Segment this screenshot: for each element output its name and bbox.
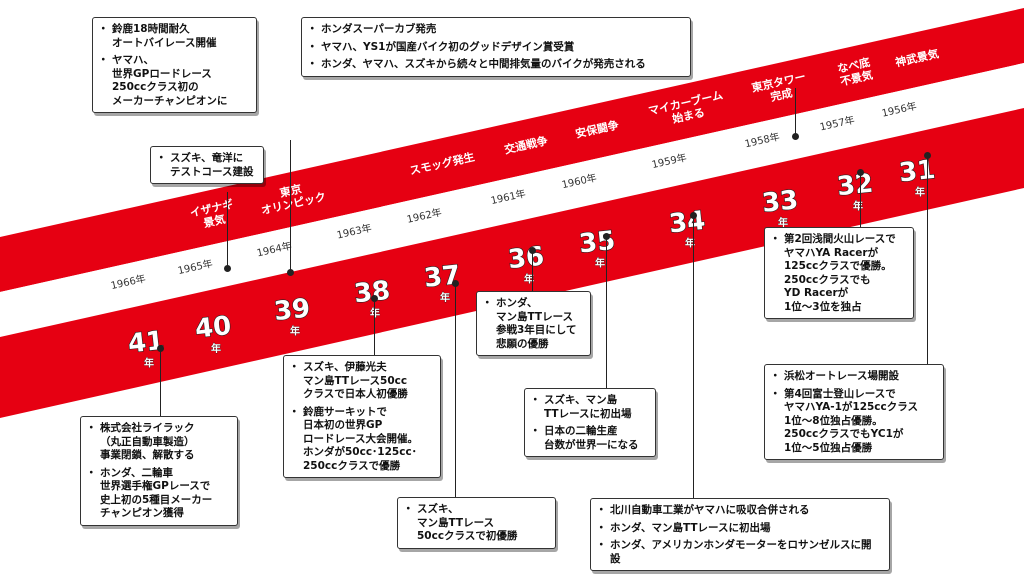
connector-dot (857, 169, 864, 176)
event-item: 日本の二輪生産 台数が世界一になる (530, 425, 647, 452)
event-box-1966: 株式会社ライラック （丸正自動車製造） 事業閉鎖、解散するホンダ、二輪車 世界選… (80, 416, 238, 526)
era-suffix: 年 (144, 357, 154, 370)
connector-line (160, 348, 161, 416)
connector-dot (452, 280, 459, 287)
connector-dot (603, 233, 610, 240)
era-suffix: 年 (370, 307, 380, 320)
era-number: 39 (273, 293, 312, 327)
connector-line (455, 283, 456, 497)
connector-line (227, 192, 228, 268)
connector-line (860, 172, 861, 227)
era-suffix: 年 (211, 342, 221, 355)
era-suffix: 年 (440, 291, 450, 304)
connector-dot (690, 212, 697, 219)
event-item: 株式会社ライラック （丸正自動車製造） 事業閉鎖、解散する (86, 422, 229, 463)
era-number: 35 (578, 226, 617, 260)
era-suffix: 年 (915, 186, 925, 199)
event-item: 第4回富士登山レースで ヤマハYA-1が125ccクラス 1位～8位独占優勝。 … (770, 388, 935, 456)
event-item: 鈴鹿18時間耐久 オートバイレース開催 (98, 23, 248, 50)
connector-dot (287, 269, 294, 276)
connector-line (532, 250, 533, 291)
era-number: 31 (898, 155, 937, 189)
era-suffix: 年 (524, 272, 534, 285)
era-suffix: 年 (595, 257, 605, 270)
event-item: スズキ、 マン島TTレース 50ccクラスで初優勝 (403, 503, 547, 544)
event-box-1963: スズキ、伊藤光夫 マン島TTレース50cc クラスで日本人初優勝鈴鹿サーキットで… (283, 355, 441, 478)
event-item: ヤマハ、YS1が国産バイク初のグッドデザイン賞受賞 (307, 41, 682, 55)
era-number: 32 (836, 169, 875, 203)
connector-line (374, 298, 375, 355)
era-number: 40 (194, 311, 233, 345)
connector-dot (371, 295, 378, 302)
connector-dot (529, 247, 536, 254)
event-item: ヤマハ、 世界GPロードレース 250ccクラス初の メーカーチャンピオンに (98, 54, 248, 108)
event-box-1960: スズキ、マン島 TTレースに初出場日本の二輪生産 台数が世界一になる (524, 388, 656, 457)
era-number: 38 (353, 276, 392, 310)
event-item: ホンダスーパーカブ発売 (307, 23, 682, 37)
connector-line (795, 88, 796, 136)
connector-dot (924, 152, 931, 159)
event-item: 浜松オートレース場開設 (770, 370, 935, 384)
event-item: ホンダ、二輪車 世界選手権GPレースで 史上初の5種目メーカー チャンピオン獲得 (86, 467, 229, 521)
connector-line (927, 155, 928, 364)
era-suffix: 年 (290, 324, 300, 337)
event-box-1967: 鈴鹿18時間耐久 オートバイレース開催ヤマハ、 世界GPロードレース 250cc… (92, 17, 257, 113)
event-box-1956: 浜松オートレース場開設第4回富士登山レースで ヤマハYA-1が125ccクラス … (764, 364, 944, 460)
era-suffix: 年 (778, 216, 788, 229)
event-item: スズキ、マン島 TTレースに初出場 (530, 394, 647, 421)
era-number: 41 (127, 326, 166, 360)
event-box-1965-test-course: スズキ、竜洋に テストコース建設 (150, 146, 264, 184)
era-suffix: 年 (853, 199, 863, 212)
connector-line (693, 215, 694, 498)
era-suffix: 年 (685, 237, 695, 250)
event-box-1958: ホンダスーパーカブ発売ヤマハ、YS1が国産バイク初のグッドデザイン賞受賞ホンダ、… (301, 17, 691, 77)
connector-dot (792, 133, 799, 140)
event-item: スズキ、竜洋に テストコース建設 (156, 152, 255, 179)
event-box-1962: スズキ、 マン島TTレース 50ccクラスで初優勝 (397, 497, 556, 549)
event-box-1959: 北川自動車工業がヤマハに吸収合併されるホンダ、マン島TTレースに初出場ホンダ、ア… (590, 498, 890, 571)
event-item: スズキ、伊藤光夫 マン島TTレース50cc クラスで日本人初優勝 (289, 361, 432, 402)
connector-dot (157, 345, 164, 352)
era-number: 34 (668, 206, 707, 240)
era-number: 33 (761, 185, 800, 219)
band-middle-stripe (0, 63, 1024, 337)
event-item: 北川自動車工業がヤマハに吸収合併される (596, 504, 881, 518)
event-item: ホンダ、 マン島TTレース 参戦3年目にして 悲願の優勝 (482, 297, 582, 351)
connector-line (290, 140, 291, 272)
event-item: 鈴鹿サーキットで 日本初の世界GP ロードレース大会開催。 ホンダが50cc･1… (289, 406, 432, 474)
era-number: 36 (507, 242, 546, 276)
event-item: ホンダ、アメリカンホンダモーターをロサンゼルスに開設 (596, 539, 881, 566)
event-box-1957: 第2回浅間火山レースで ヤマハYA Racerが 125ccクラスで優勝。 25… (764, 227, 914, 319)
event-item: ホンダ、マン島TTレースに初出場 (596, 522, 881, 536)
event-box-1961: ホンダ、 マン島TTレース 参戦3年目にして 悲願の優勝 (476, 291, 591, 356)
band-bottom-stripe (0, 108, 1024, 418)
event-item: 第2回浅間火山レースで ヤマハYA Racerが 125ccクラスで優勝。 25… (770, 233, 905, 314)
band-top-stripe (0, 8, 1024, 292)
connector-line (606, 236, 607, 388)
connector-dot (224, 265, 231, 272)
event-item: ホンダ、ヤマハ、スズキから続々と中間排気量のバイクが発売される (307, 58, 682, 72)
